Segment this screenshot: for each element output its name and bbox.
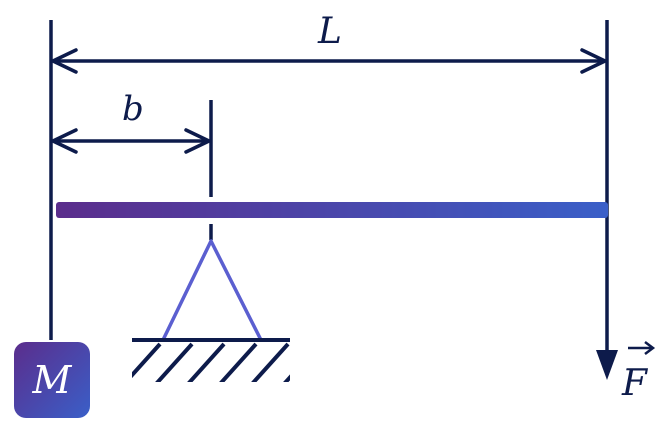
offset-dimension-arrow [51,128,211,154]
vector-arrow-icon [628,341,656,355]
mass-box: M [14,342,90,418]
ground-support [132,338,290,382]
fulcrum-triangle [161,239,263,342]
mass-label: M [32,358,73,402]
length-label: L [317,11,342,52]
force-label-group: F [621,341,656,404]
force-arrowhead [596,350,618,380]
offset-label: b [122,89,144,129]
lever-beam [56,202,608,218]
length-dimension-arrow [51,48,607,74]
force-label: F [621,363,649,404]
